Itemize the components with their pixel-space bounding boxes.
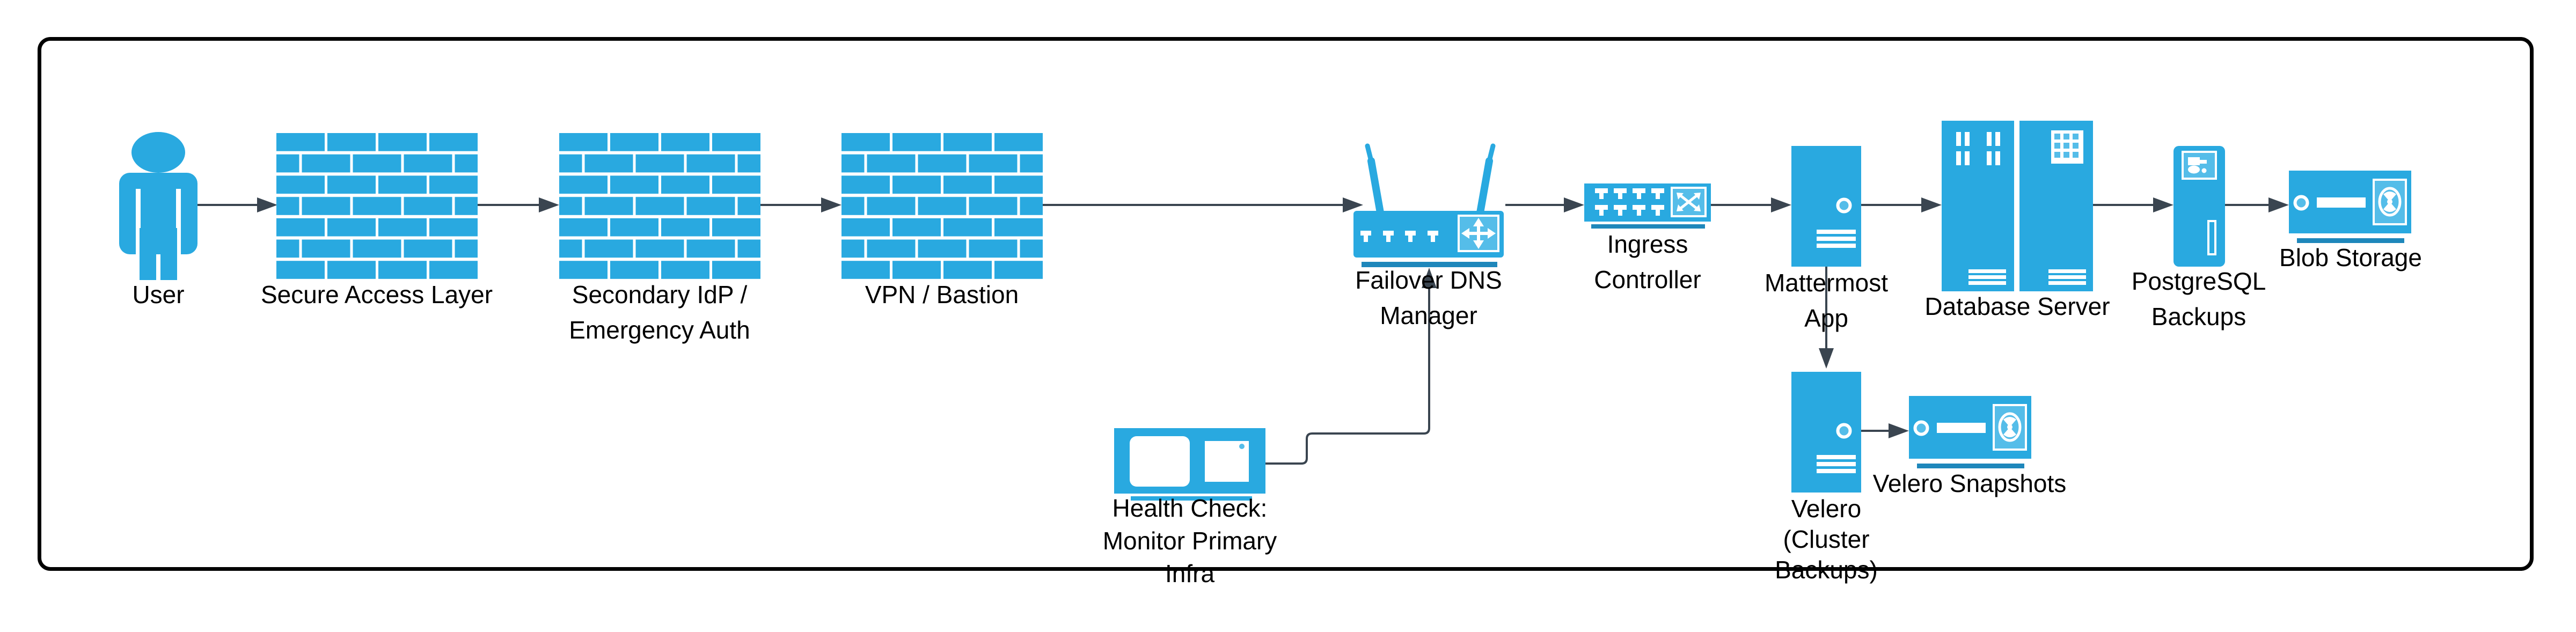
server-tower-icon: [1791, 146, 1861, 267]
backup-symbol: [2182, 151, 2217, 180]
tape-reel: [1993, 404, 2027, 451]
rack-vent-grid: [2051, 130, 2083, 164]
icon-shadow-bar: [1362, 262, 1497, 267]
label-velero: Backups): [1775, 556, 1878, 584]
label-failover-dns: Manager: [1380, 302, 1477, 329]
label-user: User: [132, 281, 185, 308]
monitoring-workstation-icon: [1114, 428, 1265, 501]
label-mattermost: Mattermost: [1764, 269, 1889, 297]
label-velero: Velero: [1791, 495, 1862, 523]
edge-failover-dns-ingress: [1505, 197, 1584, 212]
firewall-icon: [559, 133, 760, 279]
crossover-symbol: [1671, 187, 1707, 217]
label-health-check: Infra: [1165, 560, 1215, 587]
backup-tower-icon: [2174, 146, 2225, 267]
label-blob-storage: Blob Storage: [2279, 244, 2422, 271]
edge-vpn-failover-dns: [1043, 197, 1363, 212]
rack-bottom-bars: [1968, 269, 2086, 285]
storage-unit-icon: [2289, 171, 2411, 243]
label-velero-snapshots: Velero Snapshots: [1872, 469, 2067, 497]
edge-user-secure-access: [197, 197, 277, 212]
edge-health-check-failover-dns: [1265, 268, 1437, 465]
label-vpn-bastion: VPN / Bastion: [865, 281, 1019, 308]
edge-mattermost-database: [1861, 197, 1942, 212]
label-ingress: Controller: [1594, 266, 1701, 293]
label-pg-backups: PostgreSQL: [2131, 267, 2266, 295]
icon-shadow-bar: [2297, 238, 2404, 243]
router-ports: [1360, 231, 1438, 242]
edge-velero-snapshots: [1861, 423, 1909, 438]
label-ingress: Ingress: [1607, 230, 1688, 258]
firewall-icon: [841, 133, 1043, 279]
server-rack-icon: [1942, 121, 2093, 291]
edge-pg-backups-blob: [2224, 197, 2289, 212]
edge-secure-access-secondary-idp: [478, 197, 559, 212]
label-secure-access: Secure Access Layer: [260, 281, 493, 308]
label-failover-dns: Failover DNS: [1355, 266, 1502, 294]
switch-ports: [1595, 188, 1664, 216]
edge-database-pg-backups: [2093, 197, 2174, 212]
server-tower-icon: [1791, 372, 1861, 493]
icon-shadow-bar: [1591, 224, 1705, 229]
icon-shadow-bar: [1131, 496, 1252, 501]
tape-reel: [2373, 179, 2407, 225]
label-database: Database Server: [1924, 292, 2110, 320]
firewall-icon: [276, 133, 478, 279]
rack-slots: [1956, 132, 2000, 165]
diagram-border: [38, 37, 2534, 571]
label-secondary-idp: Emergency Auth: [569, 316, 750, 344]
storage-unit-icon: [1909, 396, 2031, 468]
label-health-check: Monitor Primary: [1102, 527, 1277, 555]
edge-secondary-idp-vpn: [760, 197, 841, 212]
label-pg-backups: Backups: [2151, 303, 2246, 330]
edge-ingress-mattermost: [1711, 197, 1791, 212]
wireless-router-icon: [1353, 143, 1504, 267]
edge-mattermost-velero: [1819, 267, 1834, 369]
person-icon: [119, 132, 197, 280]
routing-symbol: [1458, 215, 1499, 252]
network-switch-icon: [1584, 183, 1711, 229]
label-velero: (Cluster: [1783, 525, 1870, 553]
label-secondary-idp: Secondary IdP /: [572, 281, 748, 308]
icon-shadow-bar: [1917, 464, 2024, 468]
drive-slot: [2207, 220, 2216, 255]
label-mattermost: App: [1804, 304, 1848, 332]
label-health-check: Health Check:: [1112, 494, 1268, 522]
